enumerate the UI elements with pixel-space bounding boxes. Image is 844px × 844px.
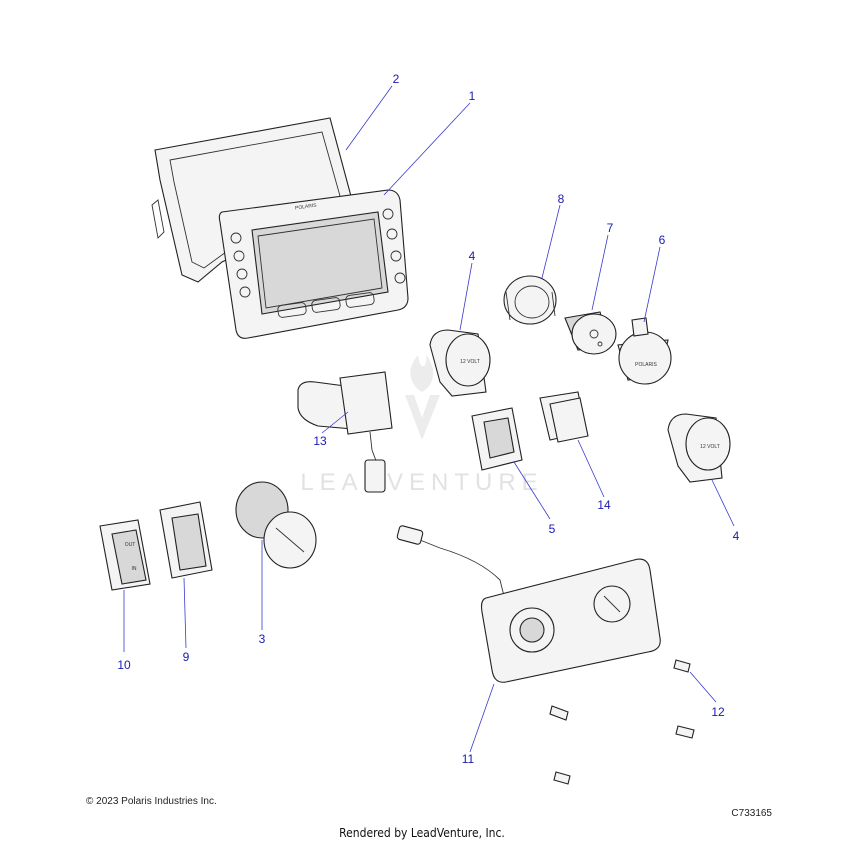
cover-brand: POLARIS	[635, 362, 657, 368]
callout-4-top: 4	[469, 249, 476, 263]
callout-10: 10	[117, 658, 131, 672]
callout-9: 9	[183, 650, 190, 664]
callout-11: 11	[462, 752, 475, 766]
bezel-frame	[151, 117, 353, 283]
copyright-notice: © 2023 Polaris Industries Inc.	[86, 796, 217, 807]
rocker-switch	[471, 407, 523, 471]
in-out-switch: OUT IN	[99, 519, 151, 591]
control-panel	[396, 525, 661, 683]
toggle-switch	[159, 501, 213, 579]
display-brand: POLARIS	[295, 202, 318, 211]
callout-4-right: 4	[733, 529, 740, 543]
callout-7: 7	[607, 221, 614, 235]
rotary-knob	[235, 481, 317, 569]
watermark: LEADVENTURE	[300, 355, 543, 496]
switch-out-label: OUT	[125, 542, 136, 548]
diagram-code: C733165	[731, 808, 772, 819]
callout-12: 12	[711, 705, 725, 719]
callout-3: 3	[259, 632, 266, 646]
switch-in-label: IN	[132, 566, 137, 572]
power-outlet-top: 12 VOLT	[429, 329, 491, 397]
screws	[549, 659, 695, 785]
display-unit: POLARIS	[218, 189, 409, 339]
outlet-label-top: 12 VOLT	[460, 359, 480, 365]
power-outlet-right: 12 VOLT	[667, 413, 731, 483]
rendered-by-credit: Rendered by LeadVenture, Inc.	[339, 826, 505, 840]
watermark-text: LEADVENTURE	[300, 469, 543, 496]
retaining-ring	[503, 275, 557, 325]
callouts: 1 2 3 4 4 5 6 7 8 9 10 11 12 13 14	[117, 72, 739, 766]
outlet-label-right: 12 VOLT	[700, 444, 720, 450]
callout-2: 2	[393, 72, 400, 86]
callout-5: 5	[549, 522, 556, 536]
leader-lines	[123, 85, 735, 753]
switch-bracket	[539, 391, 589, 443]
covered-outlet: POLARIS	[617, 317, 672, 385]
usb-harness	[297, 371, 393, 493]
callout-1: 1	[469, 89, 476, 103]
usb-socket	[564, 311, 617, 355]
callout-6: 6	[659, 233, 666, 247]
callout-14: 14	[597, 498, 611, 512]
callout-13: 13	[313, 434, 327, 448]
callout-8: 8	[558, 192, 565, 206]
